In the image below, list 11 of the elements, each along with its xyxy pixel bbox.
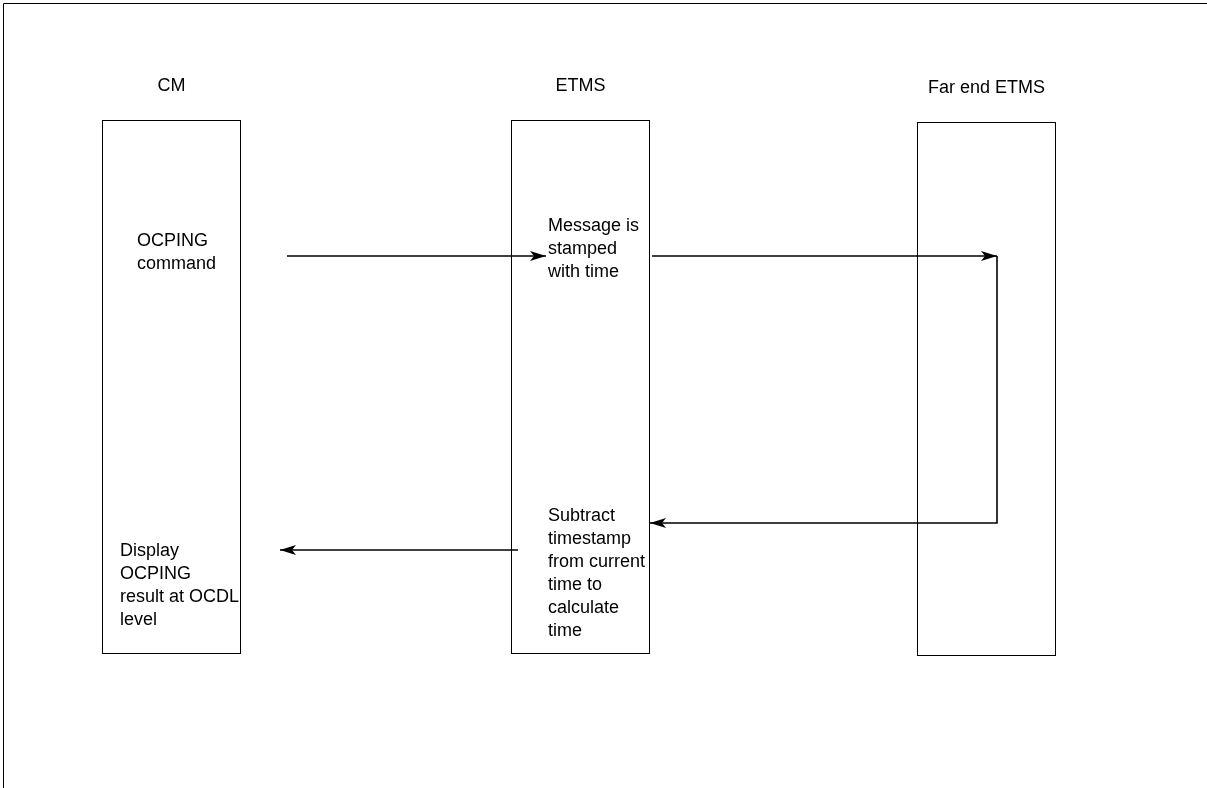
lane-heading: ETMS [554,75,607,96]
step-text: Subtract timestamp from current time to calculate time [548,504,648,642]
step-text: OCPING command [137,229,257,275]
arrow [279,545,519,555]
arrow [649,255,998,528]
step-text: Display OCPING result at OCDL level [120,539,240,631]
lane-heading: CM [156,75,187,96]
step-text: Message is stamped with time [548,214,648,283]
lane-heading: Far end ETMS [926,77,1046,98]
arrow [286,251,547,261]
arrow [651,251,998,261]
